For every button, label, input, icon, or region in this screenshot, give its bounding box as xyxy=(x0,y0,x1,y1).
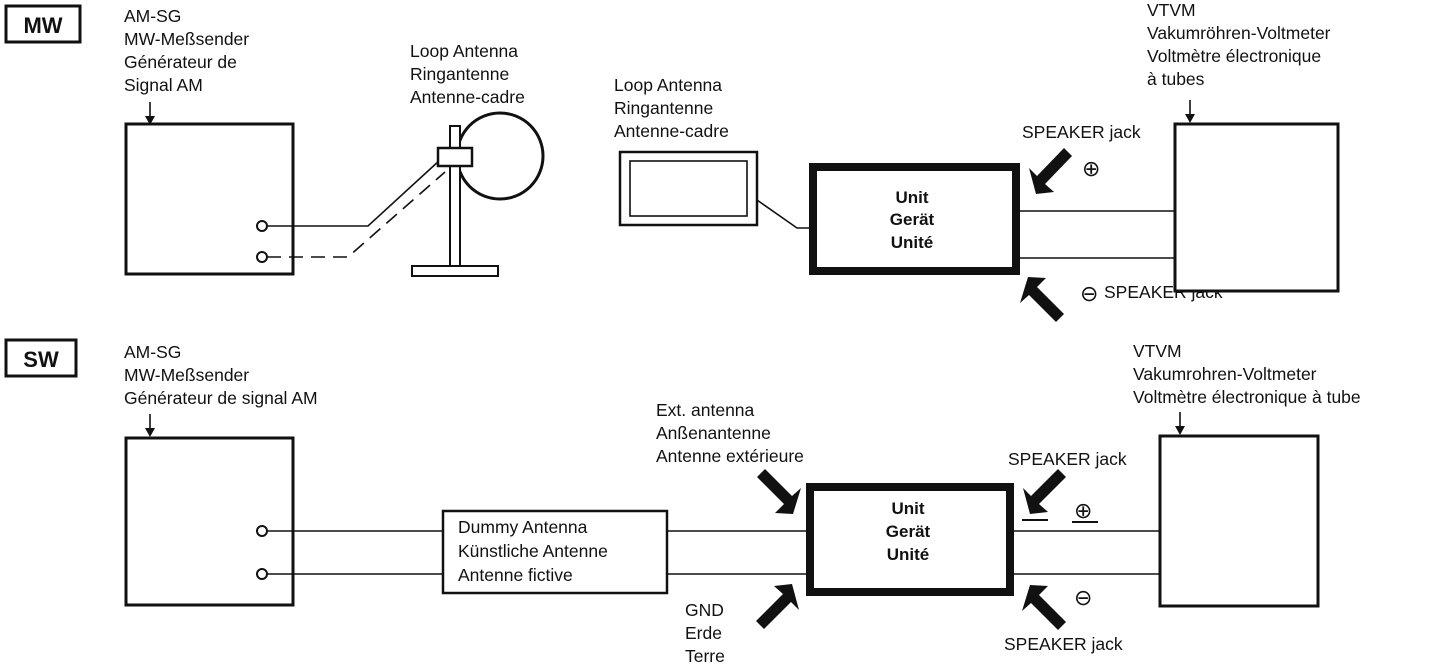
mw-flat-loop-antenna xyxy=(618,150,813,229)
sw-ext-antenna-arrow xyxy=(757,469,801,514)
sw-vtvm-label-3: Voltmètre électronique à tube xyxy=(1133,387,1361,407)
mw-loop2-label-3: Antenne-cadre xyxy=(614,121,729,141)
sw-plus-symbol: ⊕ xyxy=(1074,498,1092,523)
mw-speaker-plus-arrow xyxy=(1029,148,1072,194)
sw-unit-label-2: Gerät xyxy=(886,522,931,541)
mw-unit-label-3: Unité xyxy=(891,233,934,252)
sw-section: SW AM-SG MW-Meßsender Générateur de sign… xyxy=(4,338,1361,666)
mw-loop2-label-1: Loop Antenna xyxy=(614,75,722,95)
mw-vtvm-box xyxy=(1173,122,1340,293)
mw-unit-box xyxy=(809,163,1020,275)
sw-gnd-label-3: Terre xyxy=(685,646,725,666)
sw-vtvm-label-2: Vakumrohren-Voltmeter xyxy=(1133,364,1317,384)
sw-sg-label-2: MW-Meßsender xyxy=(124,365,249,385)
mw-loop1-label-2: Ringantenne xyxy=(410,64,509,84)
mw-badge: MW xyxy=(23,13,62,38)
mw-vtvm-pointer-head xyxy=(1185,114,1195,123)
mw-sg-label-4: Signal AM xyxy=(124,75,203,95)
sw-badge: SW xyxy=(23,347,59,372)
mw-sg-label-2: MW-Meßsender xyxy=(124,29,249,49)
mw-lead-solid xyxy=(267,159,441,227)
mw-signal-generator-box xyxy=(124,122,295,276)
sw-sg-pointer-head xyxy=(145,428,155,437)
mw-plus-symbol: ⊕ xyxy=(1082,156,1100,181)
sw-sg-label-3: Générateur de signal AM xyxy=(124,388,318,408)
mw-minus-symbol: ⊖ xyxy=(1080,281,1098,306)
sw-dummy-label-2: Künstliche Antenne xyxy=(458,541,608,561)
mw-sg-pointer-head xyxy=(145,116,155,125)
sw-gnd-arrow xyxy=(756,584,799,629)
mw-unit-label-1: Unit xyxy=(895,188,928,207)
mw-loop-antenna-stand xyxy=(411,111,545,277)
mw-sg-label-3: Générateur de xyxy=(124,52,237,72)
sw-unit-label-1: Unit xyxy=(891,499,924,518)
sw-vtvm-box xyxy=(1158,434,1320,608)
sw-sg-label-1: AM-SG xyxy=(124,342,181,362)
mw-loop2-label-2: Ringantenne xyxy=(614,98,713,118)
mw-speaker-plus-label: SPEAKER jack xyxy=(1022,122,1141,142)
sw-speaker-plus-label: SPEAKER jack xyxy=(1008,449,1127,469)
mw-badge-box xyxy=(4,4,82,44)
sw-gnd-label-2: Erde xyxy=(685,623,722,643)
sw-sg-terminal-top xyxy=(256,525,268,537)
mw-section: MW AM-SG MW-Meßsender Générateur de Sign… xyxy=(4,0,1340,322)
sw-ext-label-3: Antenne extérieure xyxy=(656,446,804,466)
sw-unit-box xyxy=(806,483,1014,596)
sw-unit-label-3: Unité xyxy=(887,545,930,564)
sw-signal-generator-box xyxy=(124,436,295,607)
sw-vtvm-label-1: VTVM xyxy=(1133,341,1182,361)
sw-minus-symbol: ⊖ xyxy=(1074,585,1092,610)
sw-speaker-plus-arrow xyxy=(1023,469,1066,514)
mw-vtvm-label-2: Vakumröhren-Voltmeter xyxy=(1147,23,1331,43)
mw-vtvm-label-3: Voltmètre électronique xyxy=(1147,46,1321,66)
sw-speaker-minus-arrow xyxy=(1022,585,1066,630)
sw-dummy-label-1: Dummy Antenna xyxy=(458,517,588,537)
sw-ext-label-2: Anßenantenne xyxy=(656,423,771,443)
sw-speaker-minus-label: SPEAKER jack xyxy=(1004,634,1123,654)
mw-vtvm-label-4: à tubes xyxy=(1147,69,1205,89)
mw-vtvm-label-1: VTVM xyxy=(1147,0,1196,20)
mw-unit-label-2: Gerät xyxy=(890,210,935,229)
mw-loop1-label-1: Loop Antenna xyxy=(410,41,518,61)
sw-badge-box xyxy=(4,338,78,378)
mw-loop1-label-3: Antenne-cadre xyxy=(410,87,525,107)
mw-lead-dashed xyxy=(267,171,446,258)
sw-dummy-label-3: Antenne fictive xyxy=(458,565,573,585)
mw-sg-label-1: AM-SG xyxy=(124,6,181,26)
mw-sg-terminal-top xyxy=(256,220,268,232)
mw-sg-terminal-bottom xyxy=(256,251,268,263)
sw-ext-label-1: Ext. antenna xyxy=(656,400,755,420)
sw-dummy-antenna-box xyxy=(441,509,669,595)
sw-gnd-label-1: GND xyxy=(685,600,724,620)
mw-speaker-minus-arrow xyxy=(1020,277,1064,322)
sw-vtvm-pointer-head xyxy=(1175,426,1185,435)
sw-sg-terminal-bottom xyxy=(256,568,268,580)
